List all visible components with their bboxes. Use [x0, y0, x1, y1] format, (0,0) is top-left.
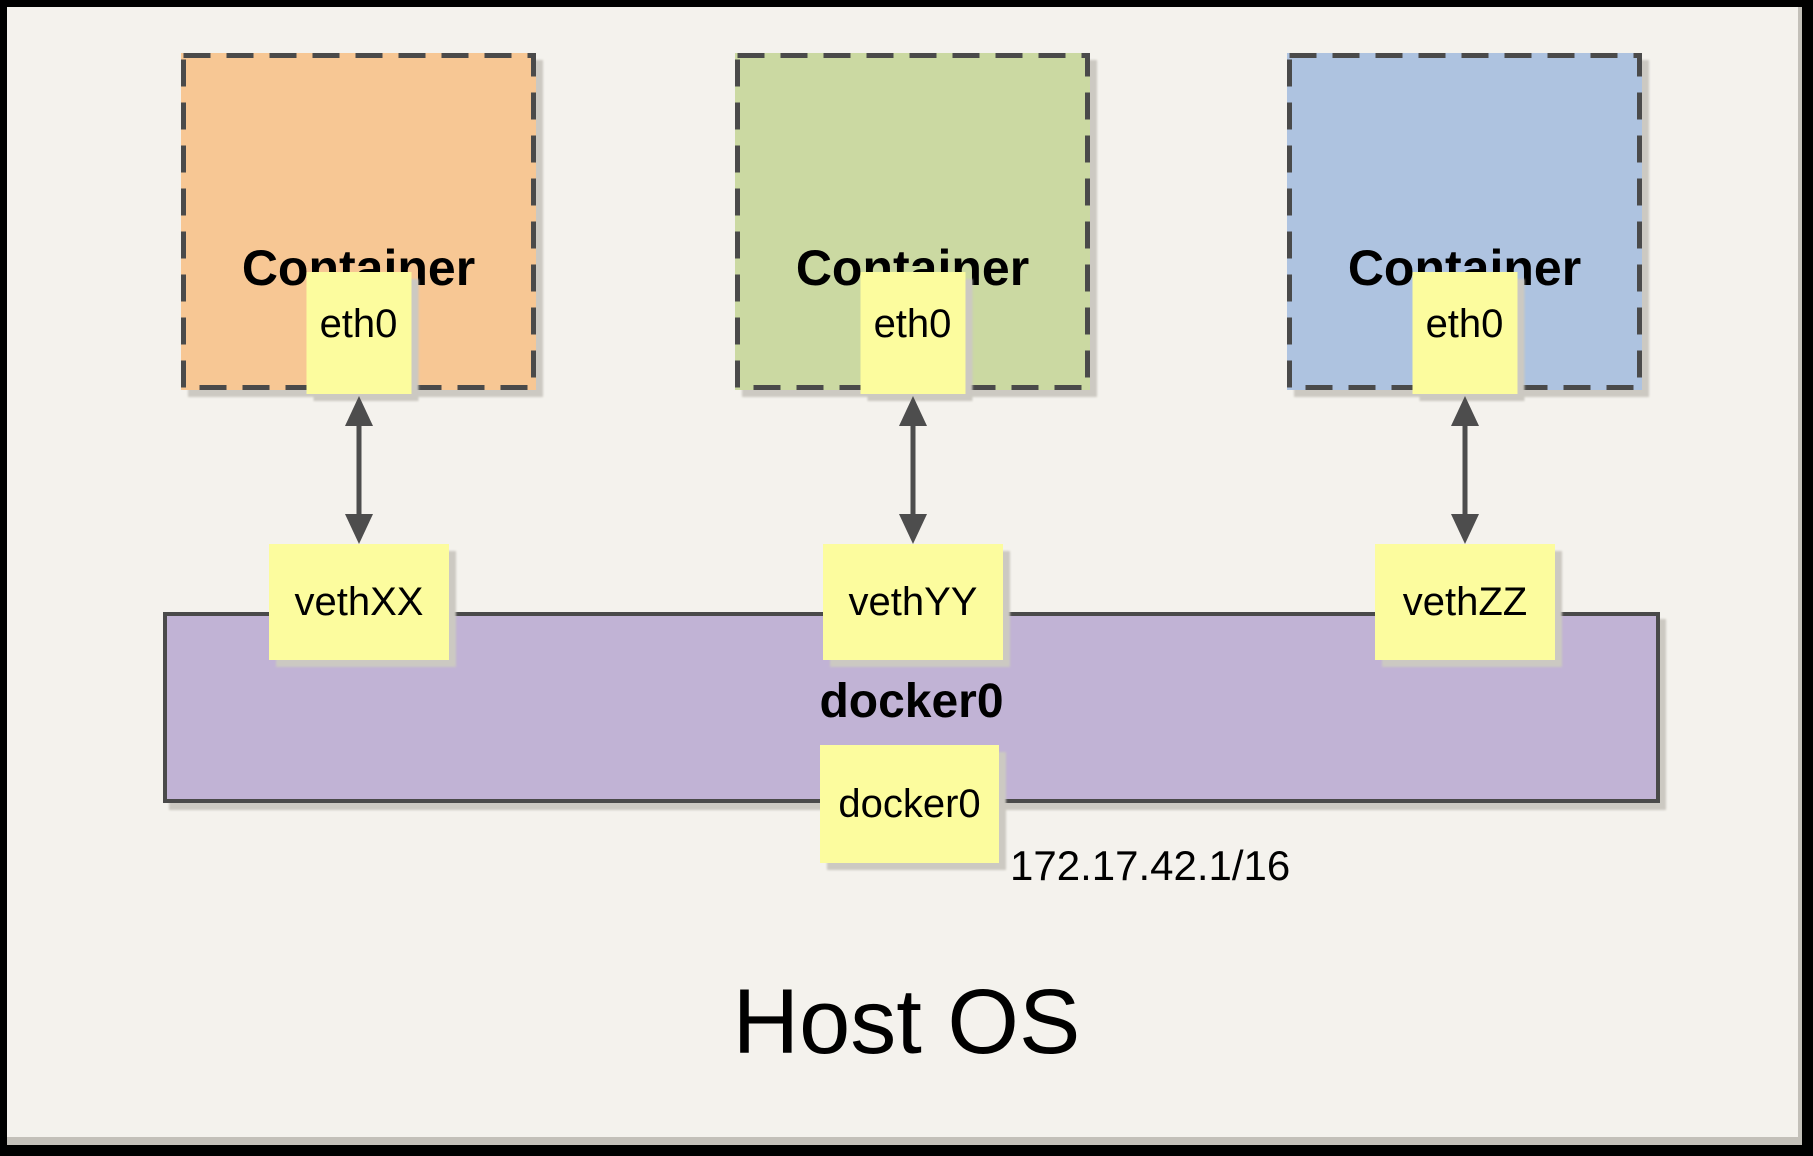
arrow-shaft	[356, 422, 362, 518]
eth0-node-1: eth0	[306, 272, 411, 394]
arrowhead-up-icon	[1451, 396, 1479, 426]
eth0-node-2: eth0	[860, 272, 965, 394]
arrowhead-down-icon	[345, 514, 373, 544]
arrowhead-down-icon	[899, 514, 927, 544]
arrowhead-down-icon	[1451, 514, 1479, 544]
container-box-1: Container eth0	[181, 53, 536, 394]
arrowhead-up-icon	[345, 396, 373, 426]
vethYY-node: vethYY	[823, 544, 1003, 660]
vethYY-label: vethYY	[848, 579, 978, 624]
arrow-shaft	[1462, 422, 1468, 518]
host-os-label: Host OS	[732, 971, 1081, 1073]
eth0-label: eth0	[873, 301, 952, 346]
vethZZ-label: vethZZ	[1402, 579, 1528, 624]
arrowhead-up-icon	[899, 396, 927, 426]
arrow-eth0-vethYY	[898, 396, 928, 544]
docker0-bridge-label: docker0	[819, 675, 1004, 728]
eth0-label: eth0	[319, 301, 398, 346]
eth0-node-3: eth0	[1412, 272, 1517, 394]
eth0-label: eth0	[1425, 301, 1504, 346]
vethXX-node: vethXX	[269, 544, 449, 660]
container-box-2: Container eth0	[735, 53, 1090, 394]
docker0-node-label: docker0	[838, 781, 981, 826]
arrow-shaft	[910, 422, 916, 518]
vethZZ-node: vethZZ	[1375, 544, 1555, 660]
arrow-eth0-vethZZ	[1450, 396, 1480, 544]
bridge-ip-label: 172.17.42.1/16	[1010, 842, 1291, 889]
docker0-node: docker0	[820, 745, 999, 863]
container-box-3: Container eth0	[1287, 53, 1642, 394]
arrow-eth0-vethXX	[344, 396, 374, 544]
vethXX-label: vethXX	[294, 579, 424, 624]
